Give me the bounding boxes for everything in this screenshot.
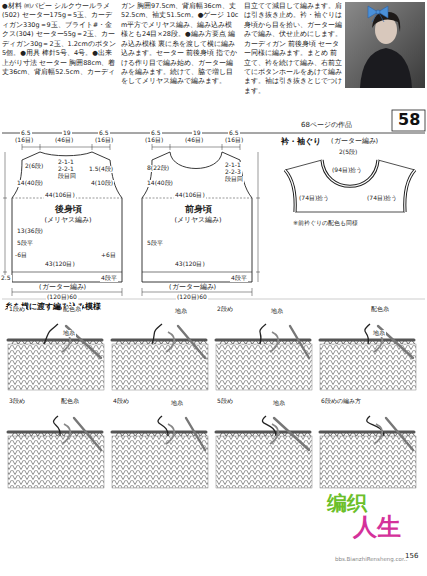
knitting-step-illustration — [8, 324, 104, 390]
knitting-step-illustration — [112, 324, 208, 390]
header-text: 目立てて減目して編みます。肩は引き抜き止め。衿・袖ぐりは身頃から目を拾い、ガータ… — [244, 2, 342, 96]
stitch-name: (メリヤス編み) — [140, 216, 256, 225]
dimension-label: 2(6段) — [24, 163, 44, 170]
dimension-label: 43(120目) — [44, 261, 76, 268]
header-text: ●材料 ㈱パピー シルクウールラメ(502) セーター175g＝5玉、カーディガ… — [2, 2, 116, 77]
dimension-label: (46目) — [184, 137, 204, 144]
dimension-label: 段目回 — [224, 176, 244, 183]
header-text: ガン 胸囲97.5cm、背肩幅36cm、丈52.5cm、袖丈51.5cm。●ゲー… — [121, 2, 239, 87]
dimension-label: (120目)60 — [176, 294, 208, 301]
dimension-label: 13(36段) — [16, 228, 44, 235]
dimension-label: (16目) — [224, 137, 244, 144]
bow-icon — [368, 6, 388, 22]
dimension-label: 43(120目) — [174, 261, 206, 268]
dimension-label: 5段平 — [146, 240, 164, 247]
dimension-label: 2-2-1 — [57, 166, 75, 173]
watermark: 编织 — [326, 492, 368, 515]
knitting-step-illustration — [8, 416, 104, 488]
watermark: bbs.BianzhiRensheng.com — [334, 556, 408, 562]
step-label: 4段め — [112, 398, 130, 405]
dimension-label: (16目) — [14, 137, 34, 144]
dimension-label: 6.5 — [20, 130, 32, 137]
yarn-label: 地糸 — [272, 400, 286, 407]
yarn-label: 地糸 — [170, 400, 184, 407]
dimension-label: (74目)拾う — [298, 195, 330, 202]
dimension-label: +6目 — [100, 252, 117, 259]
dimension-label: 14(40段) — [16, 180, 44, 187]
dimension-label: 4段平 — [100, 275, 118, 282]
dimension-label: 1.5(4段) — [88, 166, 114, 173]
dimension-label: 5段平 — [16, 240, 34, 247]
dimension-label: 4(10段) — [90, 180, 114, 187]
yarn-label: 地糸 — [372, 330, 386, 337]
dimension-label: 44(106目) — [44, 192, 76, 199]
dimension-label: (16目) — [94, 137, 114, 144]
stitch-name: (メリヤス編み) — [10, 216, 126, 225]
section-title: 衿・袖ぐり — [280, 137, 322, 146]
knitting-step-illustration — [216, 324, 312, 390]
yarn-label: 配色糸 — [62, 306, 82, 313]
yarn-label: 地糸 — [62, 330, 76, 337]
dimension-label: 2-2-3 — [224, 169, 242, 176]
page-number: 58 — [397, 111, 421, 129]
photo — [345, 2, 425, 88]
dimension-label: 2.5 — [0, 275, 12, 282]
step-label: 1段め — [8, 306, 26, 313]
step-label: 5段め — [216, 398, 234, 405]
stitch-name: (ガーター編み) — [330, 138, 379, 145]
knitting-step-illustration — [320, 416, 416, 488]
dimension-label: (94目)拾う — [331, 167, 363, 174]
dimension-label: 段目回 — [57, 173, 77, 180]
dimension-label: 4段平 — [230, 275, 248, 282]
dimension-label: (16目) — [144, 137, 164, 144]
yarn-label: 配色糸 — [370, 306, 390, 313]
dimension-label: 6.5 — [98, 130, 110, 137]
dimension-label: 19 — [62, 130, 72, 137]
dimension-label: 2(5段) — [338, 149, 358, 156]
yarn-label: 配色糸 — [60, 398, 80, 405]
piece-name: 後身頃 — [10, 204, 126, 216]
stitch-name: (ガーター編み) — [168, 284, 217, 291]
dimension-label: 2-1-1 — [57, 159, 75, 166]
dimension-label: 6.5 — [150, 130, 162, 137]
step-label: 6段めの編み方 — [320, 398, 362, 405]
piece-name: 前身頃 — [140, 204, 256, 216]
page-number: 156 — [404, 552, 419, 560]
note-text: ※前衿ぐりの配色も同様 — [292, 220, 359, 227]
knitting-step-illustration — [112, 416, 208, 488]
yarn-label: 地糸 — [270, 308, 284, 315]
stitch-name: (ガーター編み) — [38, 284, 87, 291]
dimension-label: 14(40段) — [146, 180, 174, 187]
dimension-label: -6目 — [14, 252, 28, 259]
dimension-label: 2-1-1 — [224, 162, 242, 169]
dimension-label: 8(22段) — [146, 165, 170, 172]
knitting-step-illustration — [320, 324, 416, 390]
step-label: 2段め — [216, 306, 234, 313]
dimension-label: (74目)拾う — [366, 195, 398, 202]
yarn-label: 地糸 — [174, 308, 188, 315]
page-ref: 68ページの作品 — [300, 121, 353, 129]
collar-diagram — [285, 160, 415, 212]
dimension-label: 44(106目) — [174, 192, 206, 199]
knitting-step-illustration — [216, 416, 312, 488]
dimension-label: 6.5 — [228, 130, 240, 137]
dimension-label: 19 — [192, 130, 202, 137]
watermark: 人生 — [352, 514, 402, 542]
dimension-label: (120目)60 — [46, 294, 78, 301]
dimension-label: (46目) — [54, 137, 74, 144]
step-label: 3段め — [8, 398, 26, 405]
